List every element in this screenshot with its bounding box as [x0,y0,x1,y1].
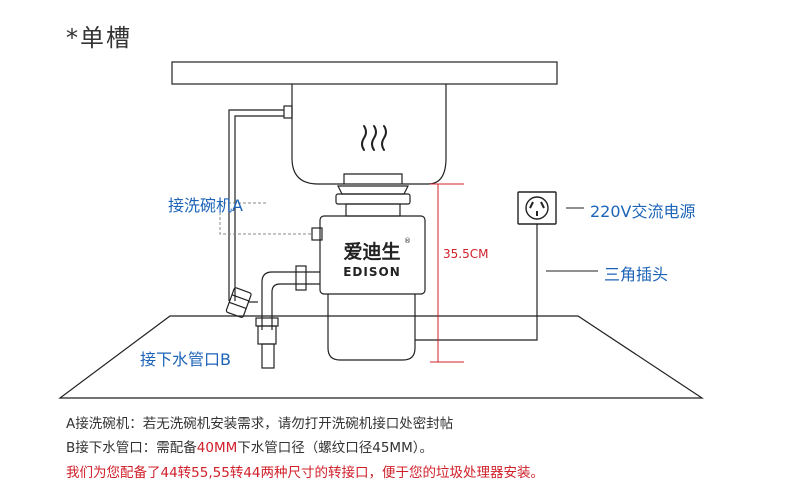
note-adapters: 我们为您配备了44转55,55转44两种尺寸的转接口，便于您的垃圾处理器安装。 [66,465,545,481]
leader-lines [219,202,598,272]
pipe-coupler [295,265,307,291]
label-dishwasher-port: 接洗碗机A [168,196,243,215]
power-socket-icon [517,191,557,225]
dishwasher-inlet [311,227,323,241]
brand-logo-en: EDISON [343,265,401,279]
hose-connector [225,287,252,318]
height-dimension-line [430,183,464,363]
label-height-dimension: 35.5CM [443,247,489,261]
label-power: 220V交流电源 [590,202,696,221]
dishwasher-hose [228,109,284,301]
cabinet-floor [58,315,704,399]
mounting-collar [345,203,401,217]
brand-logo-cn: 爱迪生 [343,240,400,263]
page-title: *单槽 [66,24,132,52]
steam-icon [361,125,387,151]
drain-pipe-bottom [261,343,275,369]
sink-bowl [291,84,447,185]
brand-registered-mark: ® [404,237,411,245]
countertop [171,61,558,85]
label-drain-port: 接下水管口B [140,350,231,369]
note-drain-prefix: B接下水管口：需配备 [66,440,197,456]
power-cable [415,224,538,341]
note-drain-suffix: 下水管口径（螺纹口径45MM）。 [237,440,433,456]
disposer-body [319,215,426,295]
label-plug: 三角插头 [604,265,669,284]
mounting-ring [335,193,411,205]
note-drain-size: 40MM [196,440,238,456]
note-dishwasher: A接洗碗机：若无洗碗机安装需求，请勿打开洗碗机接口处密封帖 [66,416,454,432]
sink-overflow-fitting [283,105,293,119]
leader-dishwasher [219,202,312,235]
pipe-nut [255,317,279,327]
disposer-lower-body [327,294,416,361]
drain-pipe-lower [257,325,277,345]
note-drain: B接下水管口：需配备40MM下水管口径（螺纹口径45MM）。 [66,436,433,456]
discharge-pipe [261,271,320,330]
